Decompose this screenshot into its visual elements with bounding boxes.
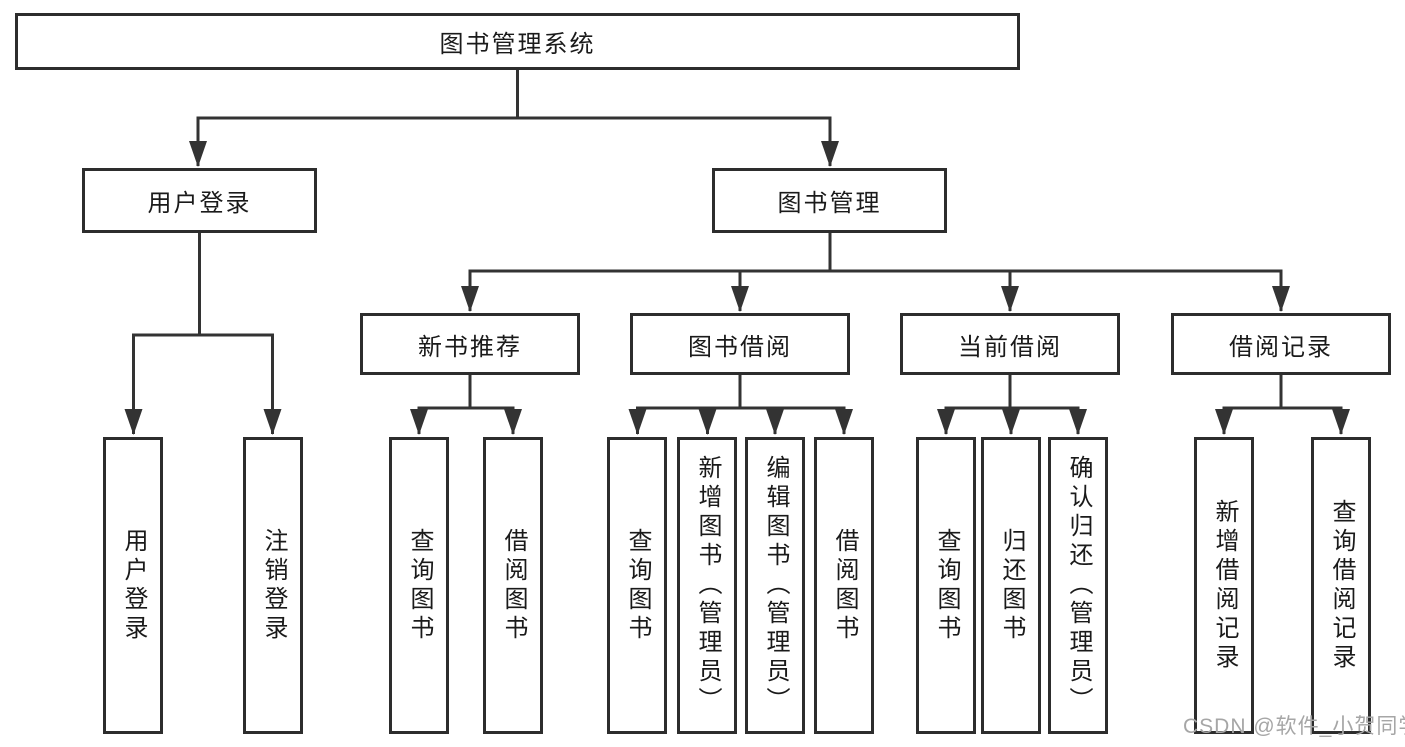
leaf-confirm-return-admin: 确认归还（管理员） — [1048, 437, 1108, 734]
leaf-borrow-books-2: 借阅图书 — [814, 437, 874, 734]
leaf-return-books: 归还图书 — [981, 437, 1041, 734]
leaf-add-borrow-record: 新增借阅记录 — [1194, 437, 1254, 734]
node-borrow-records: 借阅记录 — [1171, 313, 1391, 375]
leaf-user-login: 用户登录 — [103, 437, 163, 734]
leaf-query-books-1: 查询图书 — [389, 437, 449, 734]
leaf-edit-books-admin: 编辑图书（管理员） — [745, 437, 805, 734]
leaf-borrow-books-1: 借阅图书 — [483, 437, 543, 734]
node-current-borrow: 当前借阅 — [900, 313, 1120, 375]
node-book-borrow: 图书借阅 — [630, 313, 850, 375]
csdn-watermark: CSDN @软件_小贺同学 — [1183, 715, 1405, 738]
leaf-query-books-3: 查询图书 — [916, 437, 976, 734]
node-book-management: 图书管理 — [712, 168, 947, 233]
leaf-logout: 注销登录 — [243, 437, 303, 734]
leaf-query-books-2: 查询图书 — [607, 437, 667, 734]
leaf-add-books-admin: 新增图书（管理员） — [677, 437, 737, 734]
node-user-login: 用户登录 — [82, 168, 317, 233]
leaf-query-borrow-record: 查询借阅记录 — [1311, 437, 1371, 734]
node-library-management-system: 图书管理系统 — [15, 13, 1020, 70]
node-new-book-recommend: 新书推荐 — [360, 313, 580, 375]
